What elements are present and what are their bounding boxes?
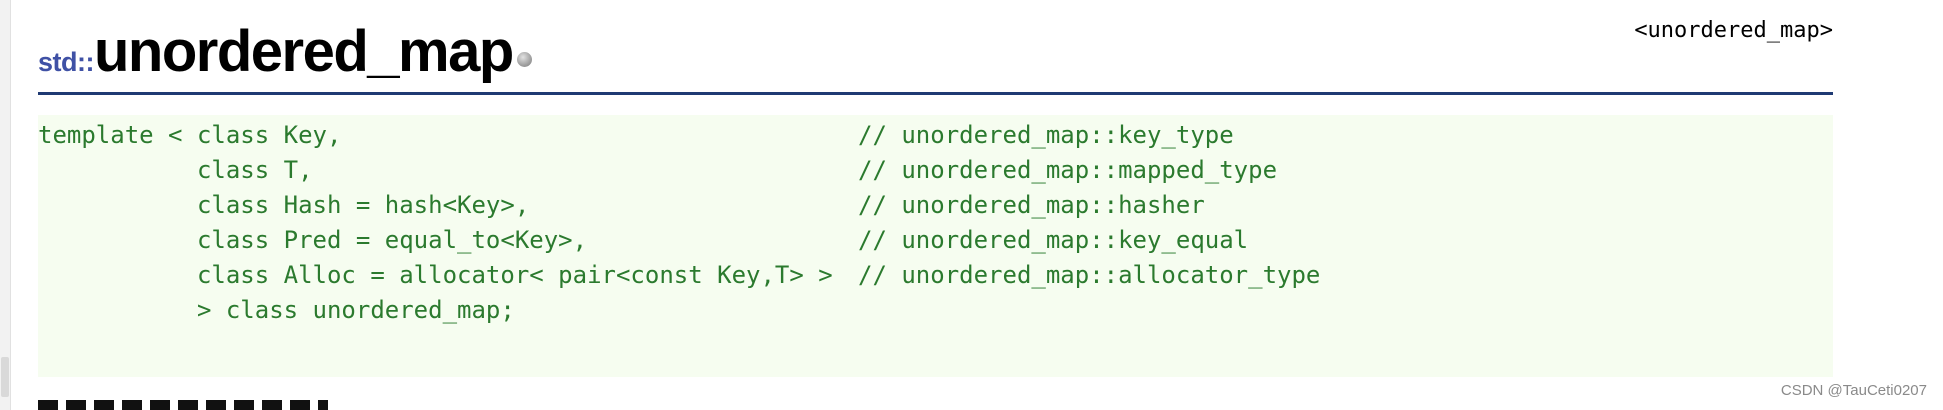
page-header: std:: unordered_map <unordered_map> — [38, 18, 1833, 94]
declaration-code-block: template < class Key, // unordered_map::… — [38, 115, 1833, 377]
status-dot-icon — [516, 52, 532, 67]
code-comment: // unordered_map::key_type — [858, 121, 1234, 149]
left-scrollbar[interactable] — [0, 0, 11, 410]
code-line: class Alloc = allocator< pair<const Key,… — [38, 261, 833, 289]
code-line: class T, — [38, 156, 313, 184]
code-line: template < class Key, — [38, 121, 342, 149]
code-line: > class unordered_map; — [38, 296, 515, 324]
code-comment: // unordered_map::mapped_type — [858, 156, 1278, 184]
page-title: std:: unordered_map — [38, 18, 532, 86]
code-comment: // unordered_map::allocator_type — [858, 261, 1321, 289]
next-section-heading-fragment — [38, 394, 358, 410]
code-line: class Hash = hash<Key>, — [38, 191, 530, 219]
header-file-link[interactable]: <unordered_map> — [1634, 18, 1833, 43]
cropped-heading-text — [38, 400, 328, 410]
namespace-prefix: std:: — [38, 47, 94, 77]
scrollbar-thumb[interactable] — [1, 357, 9, 397]
previous-content-fragment — [0, 0, 1943, 2]
class-name: unordered_map — [93, 19, 514, 84]
watermark: CSDN @TauCeti0207 — [1780, 382, 1927, 399]
code-comment: // unordered_map::key_equal — [858, 226, 1249, 254]
header-divider — [38, 92, 1833, 95]
code-comment: // unordered_map::hasher — [858, 191, 1205, 219]
code-line: class Pred = equal_to<Key>, — [38, 226, 588, 254]
